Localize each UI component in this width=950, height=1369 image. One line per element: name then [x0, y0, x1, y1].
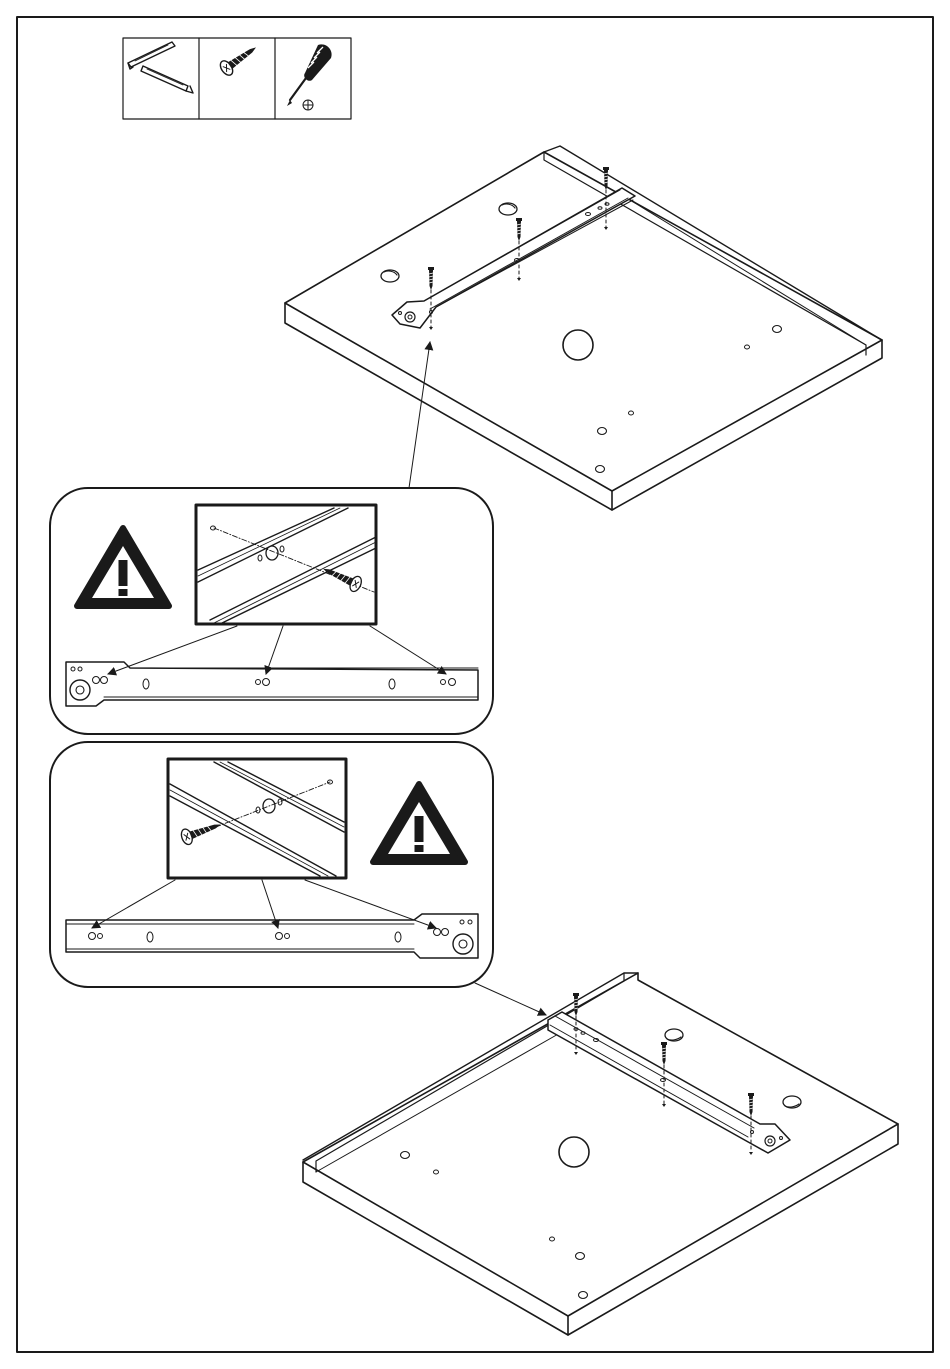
detail-panel-2: [50, 742, 493, 987]
zoom-inset-1: [196, 505, 376, 624]
pointer-arrow: [475, 983, 546, 1015]
drawer-slide-icon: [128, 42, 193, 93]
zoom-inset-2: [168, 759, 346, 878]
parts-strip: [123, 38, 351, 119]
bottom-board: [303, 973, 898, 1335]
screw-icon: [218, 41, 261, 78]
detail-panel-1: [50, 488, 493, 734]
screwdriver-icon: [287, 44, 332, 110]
top-board: [285, 146, 882, 510]
